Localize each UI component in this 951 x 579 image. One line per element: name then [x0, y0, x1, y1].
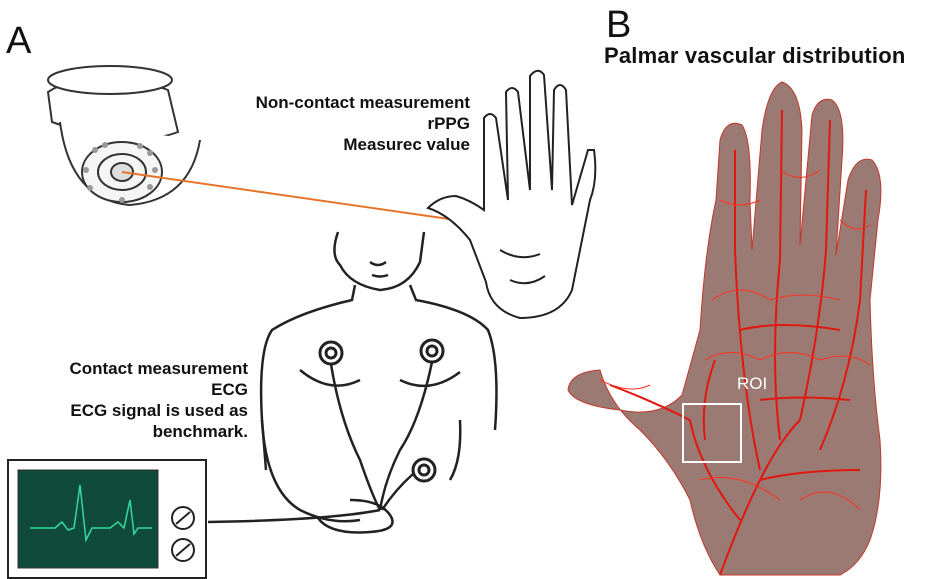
non-contact-line-3: Measurec value	[212, 134, 470, 155]
panel-b-title: Palmar vascular distribution	[604, 43, 905, 69]
palm-vascular-image	[568, 82, 881, 575]
torso-figure	[261, 232, 496, 532]
panel-a-letter: A	[6, 20, 31, 63]
dome-camera-icon	[48, 66, 200, 205]
panel-b-letter: B	[606, 4, 631, 47]
contact-label: Contact measurement ECG ECG signal is us…	[30, 358, 248, 442]
non-contact-line-2: rPPG	[212, 113, 470, 134]
contact-line-4: benchmark.	[30, 421, 248, 442]
non-contact-line-1: Non-contact measurement	[212, 92, 470, 113]
non-contact-label: Non-contact measurement rPPG Measurec va…	[212, 92, 470, 155]
measurement-arrow	[122, 172, 470, 226]
contact-line-3: ECG signal is used as	[30, 400, 248, 421]
roi-label: ROI	[737, 374, 767, 394]
contact-line-2: ECG	[30, 379, 248, 400]
ecg-electrodes	[320, 340, 443, 481]
ecg-monitor	[8, 460, 206, 578]
contact-line-1: Contact measurement	[30, 358, 248, 379]
